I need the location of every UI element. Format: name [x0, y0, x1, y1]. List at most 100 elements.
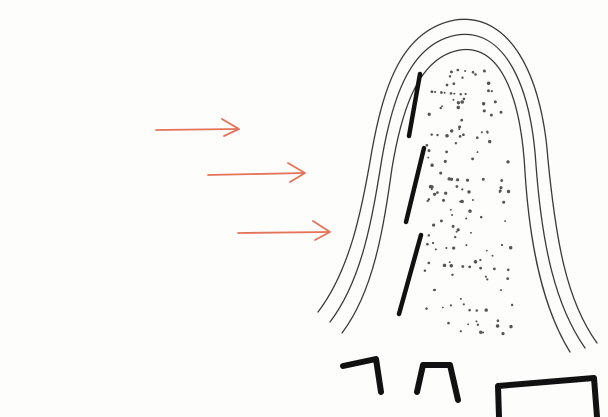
stipple-dot [494, 100, 497, 103]
stipple-dot [452, 99, 454, 101]
stipple-dot [453, 93, 455, 95]
stipple-dot [461, 77, 463, 79]
stipple-dot [475, 320, 477, 322]
stipple-dot [485, 276, 487, 278]
stipple-dot [480, 216, 483, 219]
stipple-dot [430, 164, 433, 167]
stipple-dot [431, 90, 434, 93]
stipple-dot [466, 179, 469, 182]
stipple-dot [511, 304, 513, 306]
stipple-dot [465, 244, 467, 246]
stipple-dot [449, 261, 451, 263]
stipple-dot [460, 119, 463, 122]
stipple-dot [474, 260, 478, 264]
stipple-dot [424, 269, 427, 272]
arrow-2 [208, 163, 305, 182]
stipple-dot [450, 92, 453, 95]
stipple-dot [472, 71, 475, 74]
stipple-dot [457, 106, 460, 109]
stipple-dot [428, 149, 431, 152]
stipple-dot [483, 109, 486, 112]
stipple-dot [464, 93, 466, 95]
stipple-dot [496, 324, 499, 327]
stipple-dot [456, 69, 459, 72]
stipple-dot [479, 331, 482, 334]
stipple-dot [488, 140, 491, 143]
stipple-dot [452, 247, 455, 250]
stipple-dot [506, 277, 509, 280]
stipple-dot [447, 322, 450, 325]
stipple-dot [501, 244, 503, 246]
stipple-dot [463, 98, 466, 101]
stipple-dot [441, 105, 443, 107]
stipple-dot [461, 188, 463, 190]
stipple-dot [452, 225, 455, 228]
stipple-dot [458, 125, 461, 128]
stipple-dot [509, 246, 512, 249]
stipple-dot [446, 84, 449, 87]
stipple-dot [509, 325, 512, 328]
stipple-dot [499, 191, 501, 193]
stipple-dot [507, 269, 510, 272]
stipple-dot [468, 309, 471, 312]
stipple-dot [462, 133, 465, 136]
stipple-dot [483, 70, 486, 73]
stipple-dot [502, 201, 505, 204]
stipple-dot [491, 90, 493, 92]
stipple-dot [457, 101, 460, 104]
bracket-3 [498, 378, 597, 417]
stipple-dot [442, 307, 444, 309]
stipple-dot [460, 298, 462, 300]
stipple-dot [493, 268, 496, 271]
stipple-dot [486, 250, 488, 252]
segment-3 [399, 235, 421, 314]
stipple-dot [432, 224, 435, 227]
stipple-dot [461, 200, 464, 203]
stipple-dot [463, 303, 465, 305]
stipple-dot [436, 134, 438, 136]
thick-segments [399, 74, 424, 314]
stipple-dot [439, 172, 442, 175]
stipple-dot [501, 332, 504, 335]
stipple-dot [477, 324, 479, 326]
stipple-dot [451, 129, 454, 132]
stipple-dot [450, 209, 452, 211]
stipple-dot [486, 278, 488, 280]
arrow-3 [238, 221, 330, 240]
stipple-dot [456, 185, 459, 188]
stipple-dot [506, 160, 509, 163]
stipple-dot [445, 247, 447, 249]
stipple-dot [507, 190, 510, 193]
stipple-dot [472, 199, 474, 201]
stipple-dot [487, 89, 490, 92]
stipple-dot [444, 92, 446, 94]
stipple-dot [499, 186, 502, 189]
stipple-dot [460, 100, 464, 104]
stipple-dot [500, 111, 503, 114]
stipple-dot [459, 135, 462, 138]
stipple-dot [450, 304, 452, 306]
stipple-dot [434, 91, 436, 93]
stipple-dot [449, 75, 451, 77]
stipple-dot [428, 198, 430, 200]
stipple-dot [500, 289, 502, 291]
stipple-dot [465, 217, 467, 219]
stipple-dot [455, 142, 457, 144]
stipple-dot [460, 93, 462, 95]
stipple-dot [425, 307, 428, 310]
stipple-dot [490, 114, 493, 117]
stipple-dot [440, 107, 442, 109]
stipple-dot [482, 331, 484, 333]
stipple-dot [485, 308, 488, 311]
stipple-dot [432, 242, 434, 244]
stipple-dot [458, 128, 460, 130]
stipple-dot [427, 157, 429, 159]
stipple-dot [436, 191, 439, 194]
stipple-dot [435, 248, 437, 250]
segment-1 [409, 74, 420, 136]
stipple-dot [454, 236, 456, 238]
stipple-dot [444, 160, 447, 163]
stipple-dot [500, 179, 503, 182]
stipple-dot [468, 209, 472, 213]
